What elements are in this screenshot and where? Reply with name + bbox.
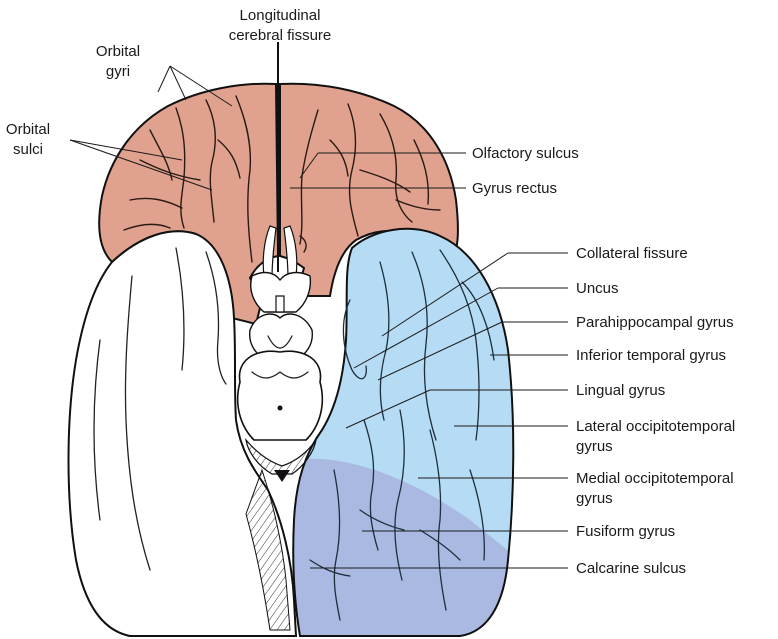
label-orbital-sulci-line1: Orbital — [6, 121, 50, 138]
label-fusiform-gyrus: Fusiform gyrus — [576, 523, 675, 540]
label-olfactory-sulcus: Olfactory sulcus — [472, 145, 579, 162]
label-lingual-gyrus: Lingual gyrus — [576, 382, 665, 399]
label-uncus: Uncus — [576, 280, 619, 297]
label-longitudinal-line1: Longitudinal — [240, 7, 321, 24]
label-medial-occipitotemporal-line1: Medial occipitotemporal — [576, 470, 734, 487]
label-parahippocampal-gyrus: Parahippocampal gyrus — [576, 314, 734, 331]
label-gyrus-rectus: Gyrus rectus — [472, 180, 557, 197]
label-collateral-fissure: Collateral fissure — [576, 245, 688, 262]
label-calcarine-sulcus: Calcarine sulcus — [576, 560, 686, 577]
midbrain — [238, 351, 323, 440]
label-lateral-occipitotemporal-line1: Lateral occipitotemporal — [576, 418, 735, 435]
label-orbital-sulci-line2: sulci — [13, 141, 43, 158]
label-orbital-gyri-line2: gyri — [106, 63, 130, 80]
label-orbital-gyri-line1: Orbital — [96, 43, 140, 60]
label-inferior-temporal-gyrus: Inferior temporal gyrus — [576, 347, 726, 364]
label-lateral-occipitotemporal-line2: gyrus — [576, 438, 613, 455]
label-longitudinal-line2: cerebral fissure — [229, 27, 332, 44]
label-medial-occipitotemporal-line2: gyrus — [576, 490, 613, 507]
